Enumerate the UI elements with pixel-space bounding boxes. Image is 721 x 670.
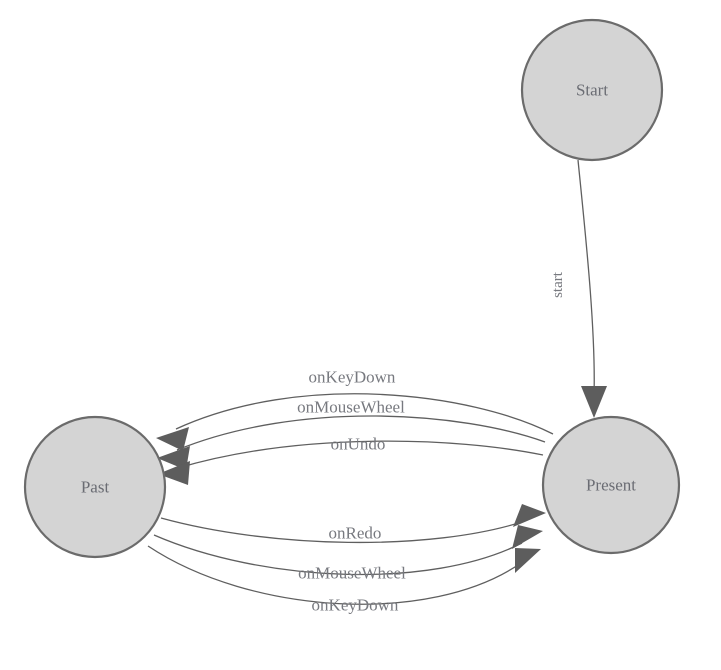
arrow-head-past-present-3 bbox=[515, 548, 541, 573]
edge-label-past-present-3: onKeyDown bbox=[312, 596, 399, 615]
edge-path-present-past-2 bbox=[176, 415, 546, 451]
edge-start-to-present[interactable]: start bbox=[550, 159, 607, 418]
node-start[interactable]: Start bbox=[520, 18, 664, 162]
node-present-circle bbox=[541, 415, 681, 555]
edge-past-to-present-redo[interactable]: onRedo bbox=[160, 504, 546, 544]
edge-path-present-past-3 bbox=[177, 440, 544, 469]
arrow-head-start bbox=[581, 386, 607, 418]
edge-present-to-past-keydown[interactable]: onKeyDown bbox=[156, 368, 554, 452]
node-past[interactable]: Past bbox=[23, 415, 167, 559]
node-start-label: Start bbox=[576, 81, 608, 100]
node-present-label: Present bbox=[586, 476, 636, 495]
edge-present-to-past-undo[interactable]: onUndo bbox=[158, 435, 544, 486]
arrow-head-present-past-3 bbox=[158, 461, 190, 485]
edge-past-to-present-mousewheel[interactable]: onMouseWheel bbox=[153, 525, 543, 583]
edge-path-past-present-2 bbox=[153, 534, 523, 576]
edge-label-start: start bbox=[550, 271, 566, 298]
arrow-head-past-present-1 bbox=[513, 504, 546, 527]
edge-label-present-past-2: onMouseWheel bbox=[297, 398, 405, 417]
edge-label-present-past-1: onKeyDown bbox=[309, 368, 396, 387]
edge-path-past-present-1 bbox=[160, 517, 526, 544]
node-past-circle bbox=[23, 415, 167, 559]
edge-past-to-present-keydown[interactable]: onKeyDown bbox=[147, 545, 541, 615]
arrow-head-present-past-1 bbox=[156, 427, 189, 451]
edge-label-past-present-1: onRedo bbox=[329, 524, 382, 543]
edge-path-start bbox=[577, 159, 595, 397]
edge-path-present-past-1 bbox=[175, 393, 554, 435]
arrow-head-past-present-2 bbox=[512, 525, 543, 549]
node-present[interactable]: Present bbox=[541, 415, 681, 555]
node-past-label: Past bbox=[81, 478, 110, 497]
edge-label-past-present-2: onMouseWheel bbox=[298, 564, 406, 583]
edge-present-to-past-mousewheel[interactable]: onMouseWheel bbox=[157, 398, 546, 471]
arrow-head-present-past-2 bbox=[157, 446, 190, 470]
node-start-circle bbox=[520, 18, 664, 162]
edge-path-past-present-3 bbox=[147, 545, 522, 605]
edge-label-present-past-3: onUndo bbox=[331, 435, 386, 454]
